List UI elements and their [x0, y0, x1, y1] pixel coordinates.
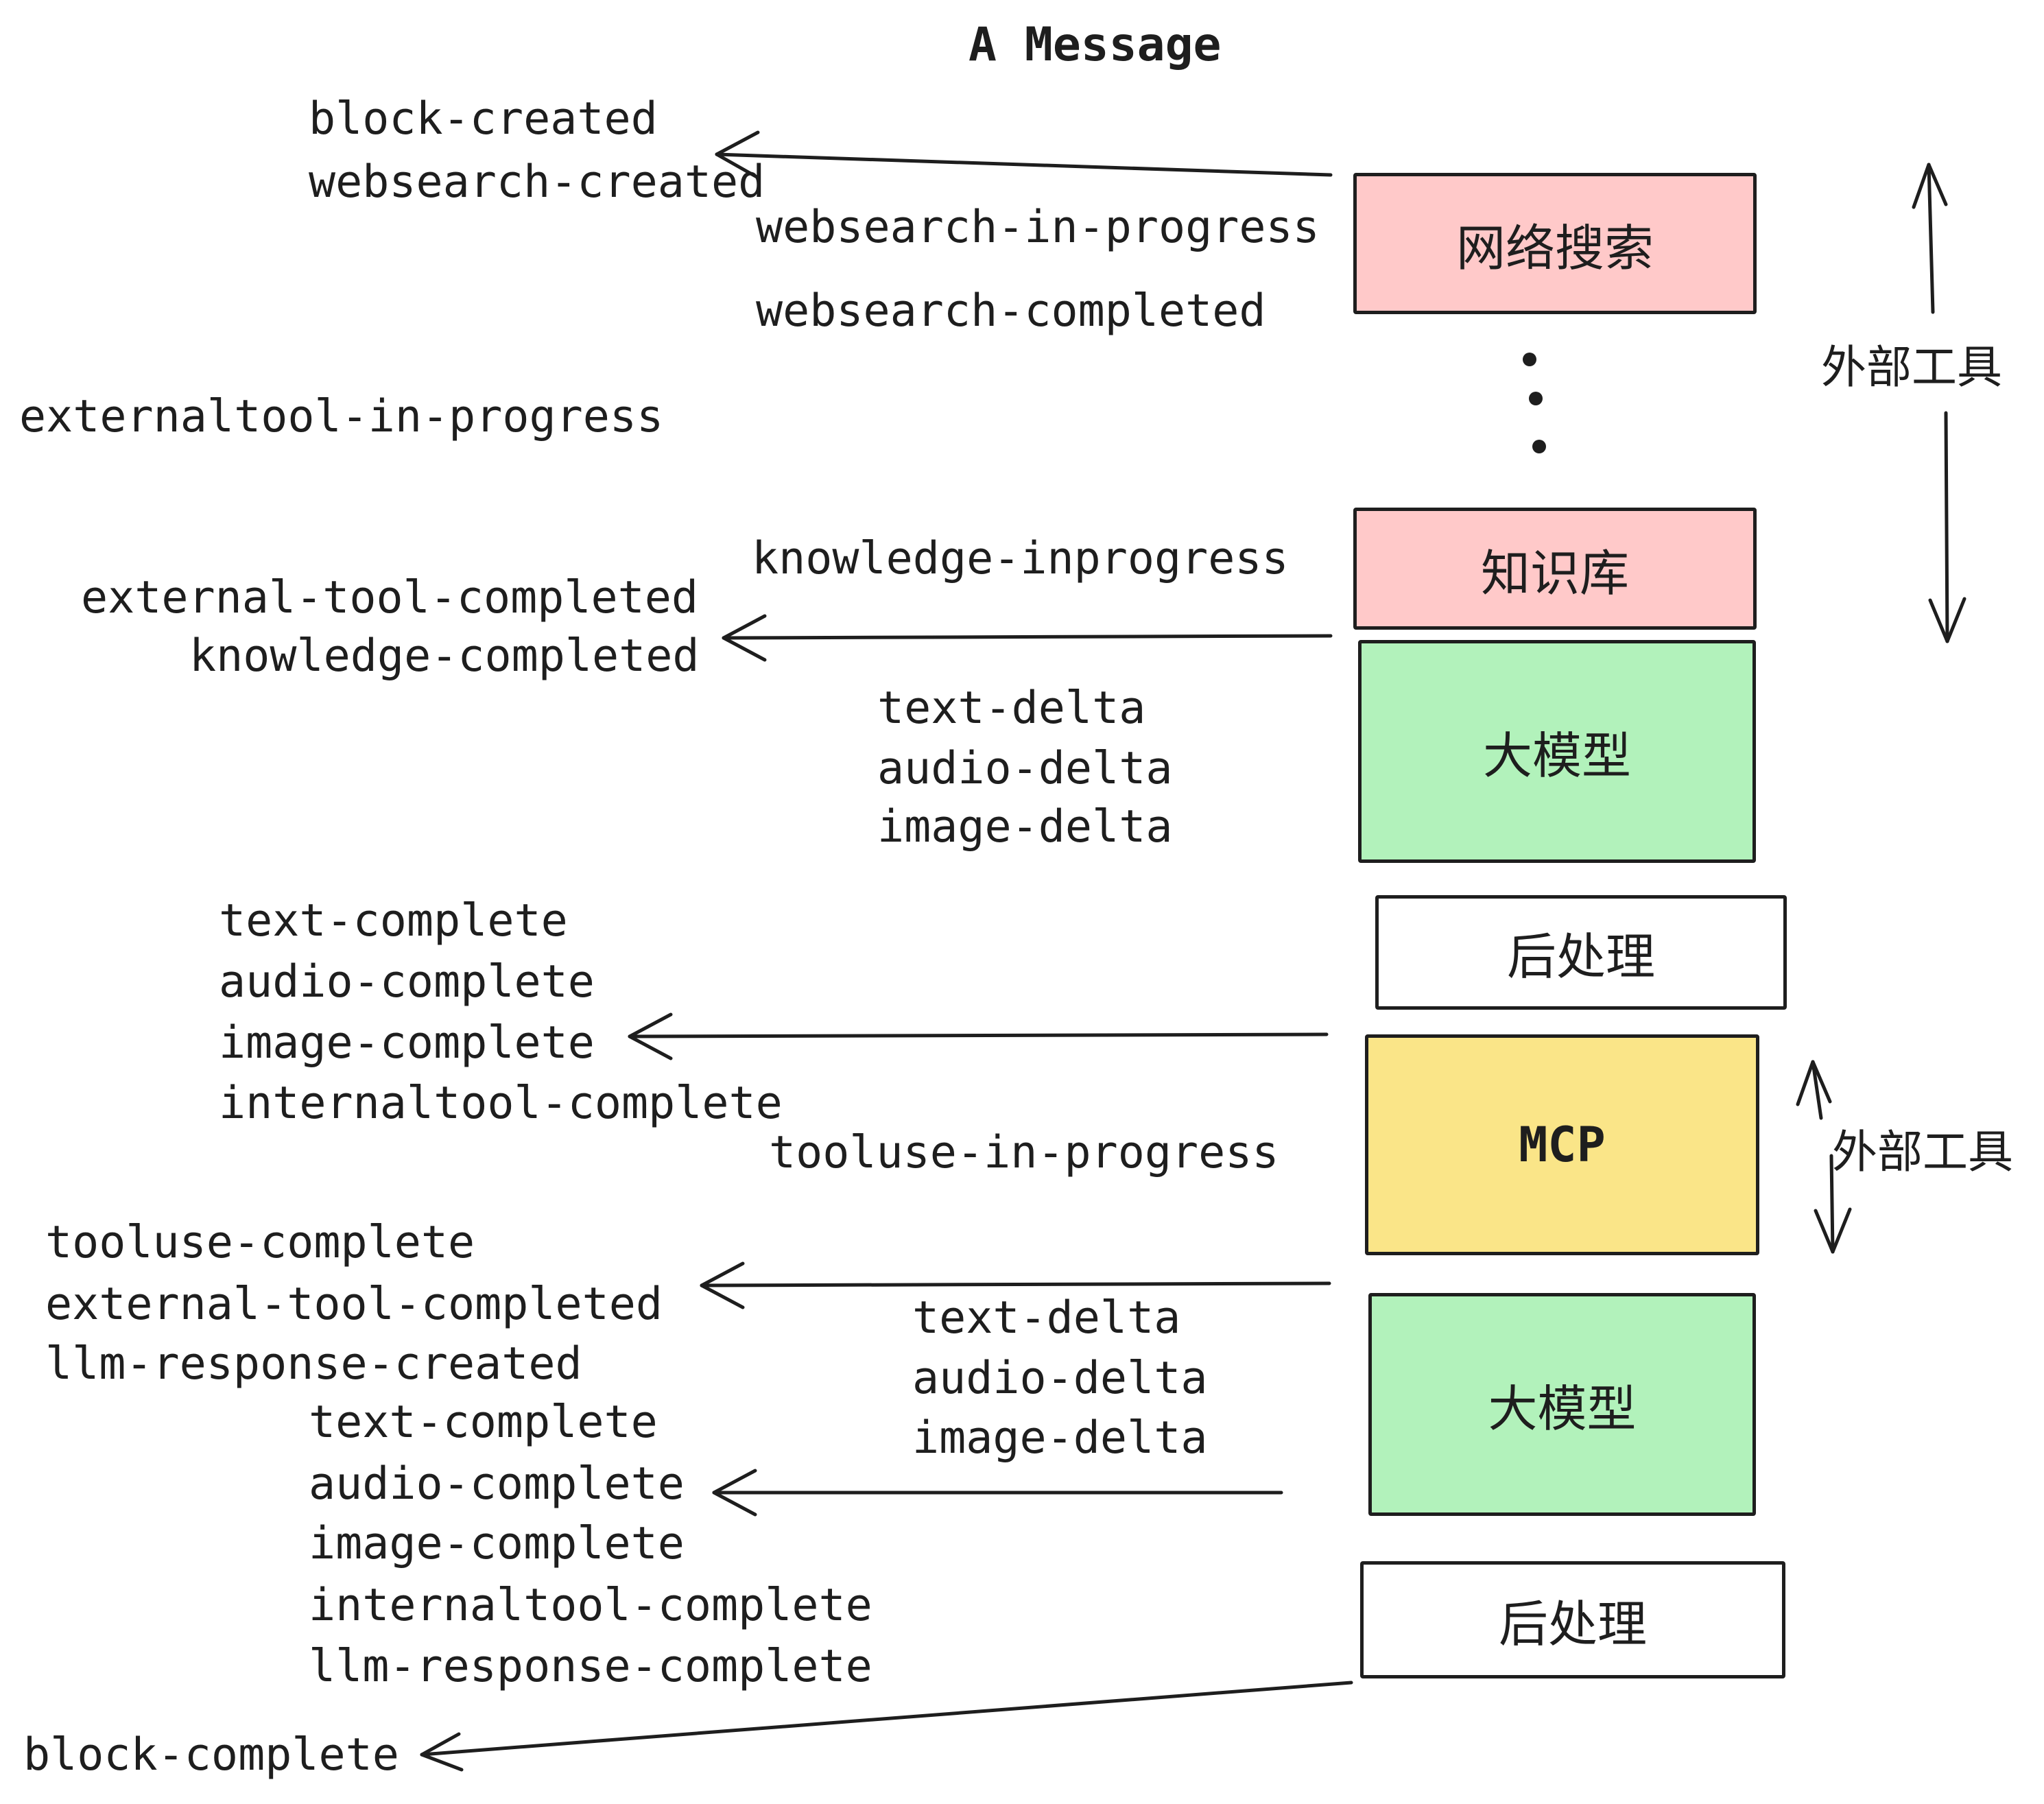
event-block-complete: block-complete — [23, 1729, 399, 1781]
event-externaltool-in-progress: externaltool-in-progress — [19, 391, 664, 442]
event-text-delta-1: text-delta — [877, 683, 1146, 734]
event-image-complete-2: image-complete — [309, 1518, 685, 1569]
event-knowledge-completed: knowledge-completed — [189, 630, 700, 682]
external-tools-up-arrow-icon — [1912, 163, 1948, 314]
ellipsis-dots-icon — [1523, 353, 1546, 453]
box-knowledge-label: 知识库 — [1480, 544, 1629, 602]
event-image-delta-1: image-delta — [877, 801, 1173, 853]
arrow-internal-complete-icon — [628, 1012, 1329, 1060]
event-websearch-created: websearch-created — [309, 156, 765, 208]
external-tools-down-arrow-icon — [1928, 411, 1966, 643]
box-llm-1: 大模型 — [1358, 640, 1756, 863]
box-websearch: 网络搜索 — [1353, 173, 1757, 314]
event-audio-delta-2: audio-delta — [912, 1353, 1208, 1404]
event-websearch-completed: websearch-completed — [756, 285, 1266, 337]
event-external-tool-completed-1: external-tool-completed — [81, 572, 699, 624]
box-postprocess-1: 后处理 — [1375, 895, 1787, 1010]
event-block-created: block-created — [309, 93, 658, 145]
mcp-down-arrow-icon — [1814, 1154, 1852, 1254]
box-mcp-label: MCP — [1519, 1117, 1606, 1173]
arrow-tooluse-complete-icon — [700, 1261, 1331, 1309]
external-tools-label-top: 外部工具 — [1821, 341, 2002, 394]
box-llm-1-label: 大模型 — [1482, 727, 1631, 785]
box-postprocess-1-label: 后处理 — [1506, 928, 1655, 986]
event-llm-response-created: llm-response-created — [45, 1338, 582, 1390]
event-internaltool-complete-2: internaltool-complete — [309, 1580, 872, 1631]
event-text-complete-2: text-complete — [309, 1397, 658, 1448]
mcp-up-arrow-icon — [1796, 1060, 1832, 1120]
event-external-tool-completed-2: external-tool-completed — [45, 1279, 663, 1330]
event-knowledge-inprogress: knowledge-inprogress — [752, 533, 1289, 584]
event-image-complete-1: image-complete — [219, 1017, 595, 1069]
event-websearch-in-progress: websearch-in-progress — [756, 202, 1320, 253]
event-audio-complete-2: audio-complete — [309, 1458, 685, 1510]
arrow-llm-complete-icon — [712, 1469, 1283, 1517]
box-llm-2-label: 大模型 — [1488, 1380, 1637, 1438]
arrow-websearch-created-icon — [715, 130, 1333, 180]
diagram-title: A Message — [968, 18, 1222, 72]
box-websearch-label: 网络搜索 — [1455, 219, 1654, 277]
event-tooluse-in-progress: tooluse-in-progress — [769, 1127, 1279, 1178]
event-internaltool-complete-1: internaltool-complete — [219, 1078, 783, 1129]
box-postprocess-2-label: 后处理 — [1498, 1595, 1647, 1653]
box-llm-2: 大模型 — [1368, 1293, 1756, 1516]
event-llm-response-complete: llm-response-complete — [309, 1641, 872, 1692]
box-postprocess-2: 后处理 — [1360, 1561, 1785, 1678]
event-audio-complete-1: audio-complete — [219, 956, 595, 1008]
arrow-block-complete-icon — [420, 1681, 1353, 1772]
event-text-delta-2: text-delta — [912, 1292, 1181, 1344]
event-text-complete-1: text-complete — [219, 895, 568, 947]
event-tooluse-complete: tooluse-complete — [45, 1217, 475, 1268]
box-knowledge: 知识库 — [1353, 508, 1757, 630]
event-image-delta-2: image-delta — [912, 1412, 1208, 1464]
box-mcp: MCP — [1365, 1034, 1759, 1255]
external-tools-label-mcp: 外部工具 — [1832, 1126, 2013, 1178]
arrow-knowledge-completed-icon — [722, 614, 1333, 662]
event-audio-delta-1: audio-delta — [877, 743, 1173, 794]
